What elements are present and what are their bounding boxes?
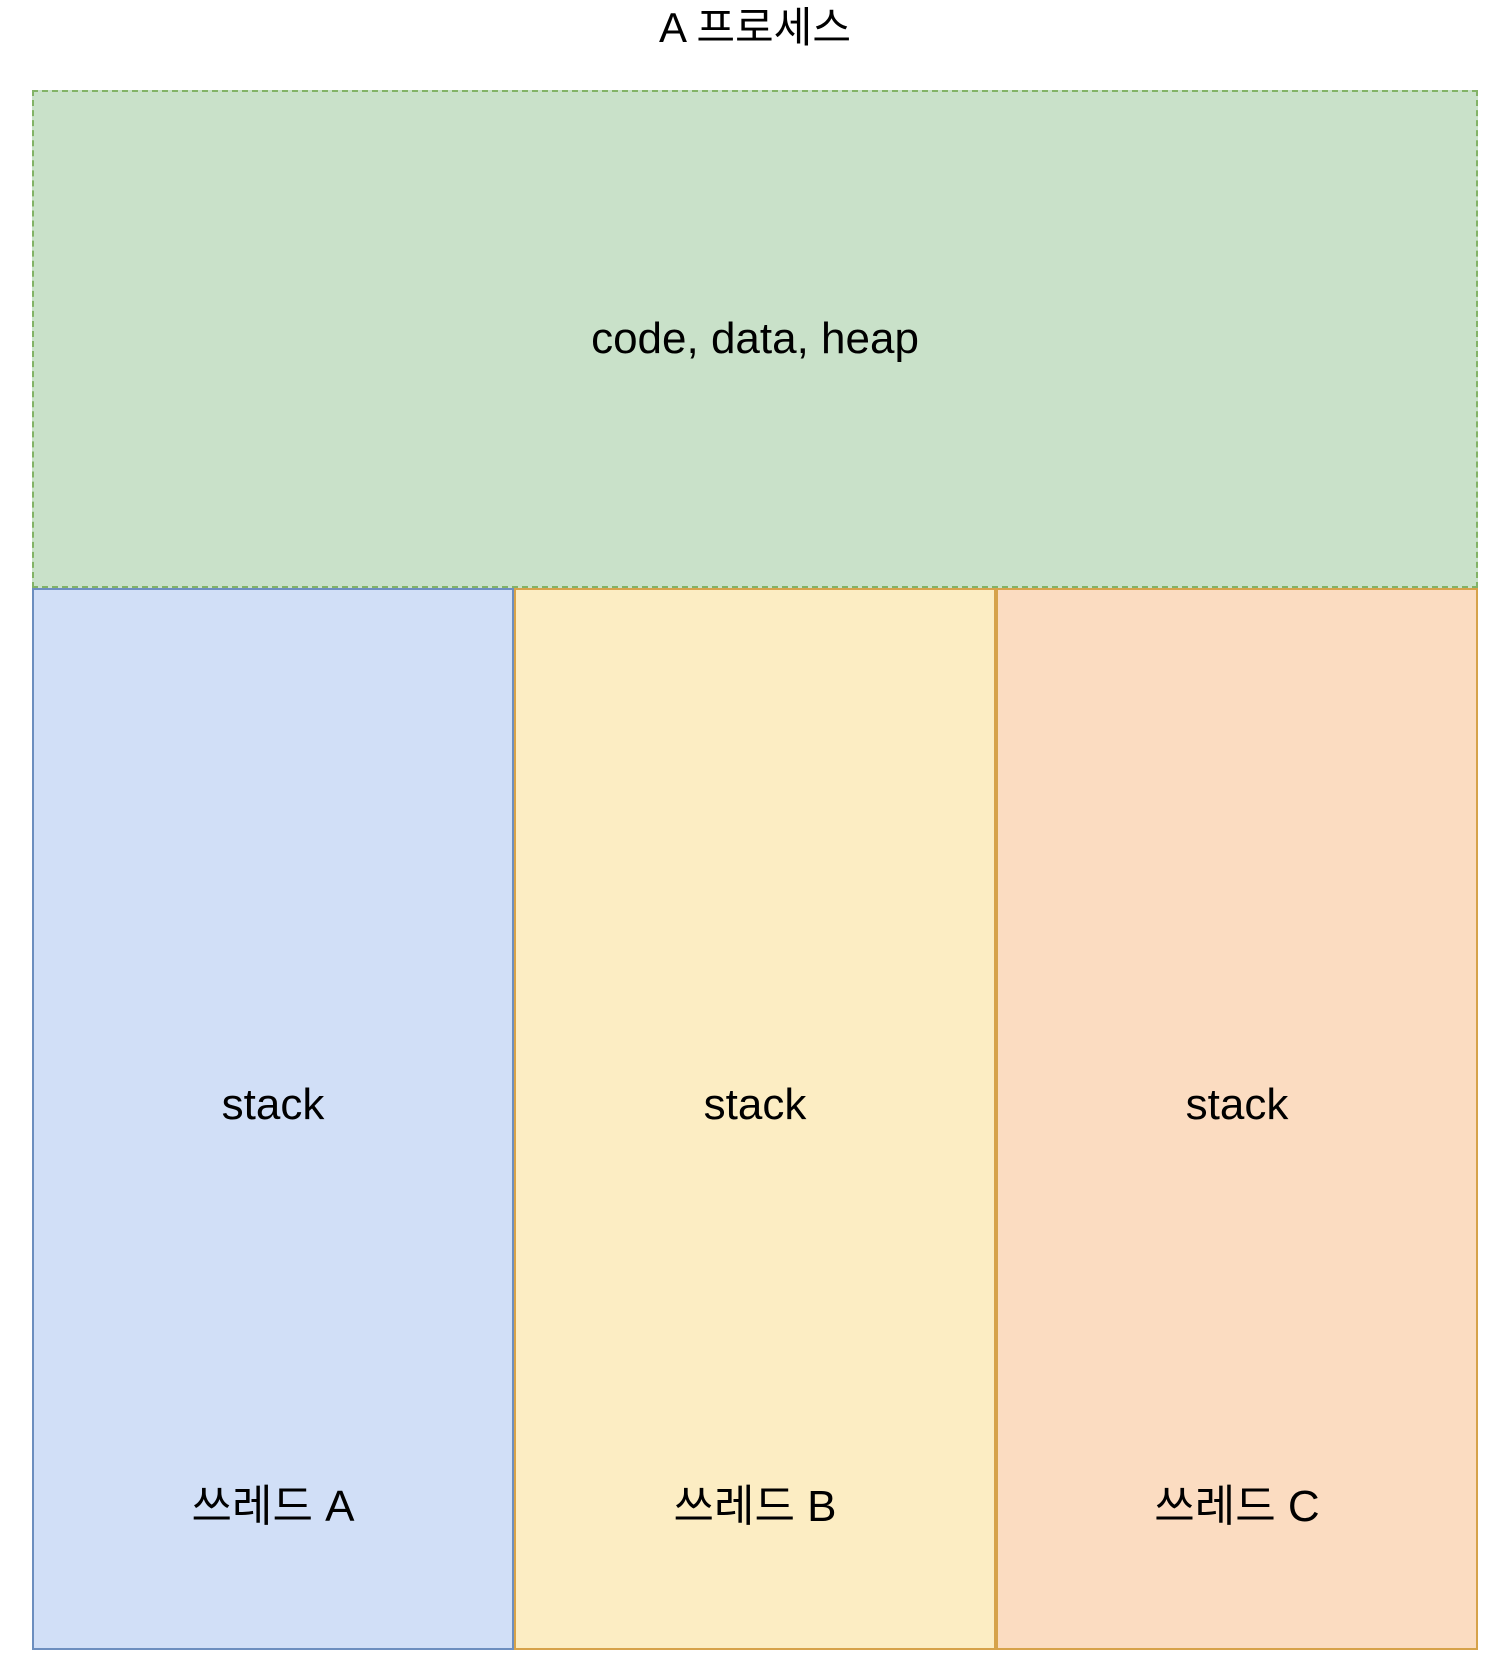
thread-b-name: 쓰레드 B [673,1482,837,1531]
thread-a-name: 쓰레드 A [191,1482,355,1531]
thread-a-box: stack 쓰레드 A [32,588,514,1650]
thread-c-stack-label: stack [1185,1080,1289,1129]
thread-b-stack-label: stack [703,1080,807,1129]
process-title: A 프로세스 [659,4,851,51]
thread-a-stack-label: stack [221,1080,325,1129]
shared-memory-region: code, data, heap [32,90,1478,588]
thread-c-name: 쓰레드 C [1154,1482,1320,1531]
thread-b-box: stack 쓰레드 B [514,588,996,1650]
shared-memory-label: code, data, heap [591,314,919,363]
thread-c-box: stack 쓰레드 C [996,588,1478,1650]
